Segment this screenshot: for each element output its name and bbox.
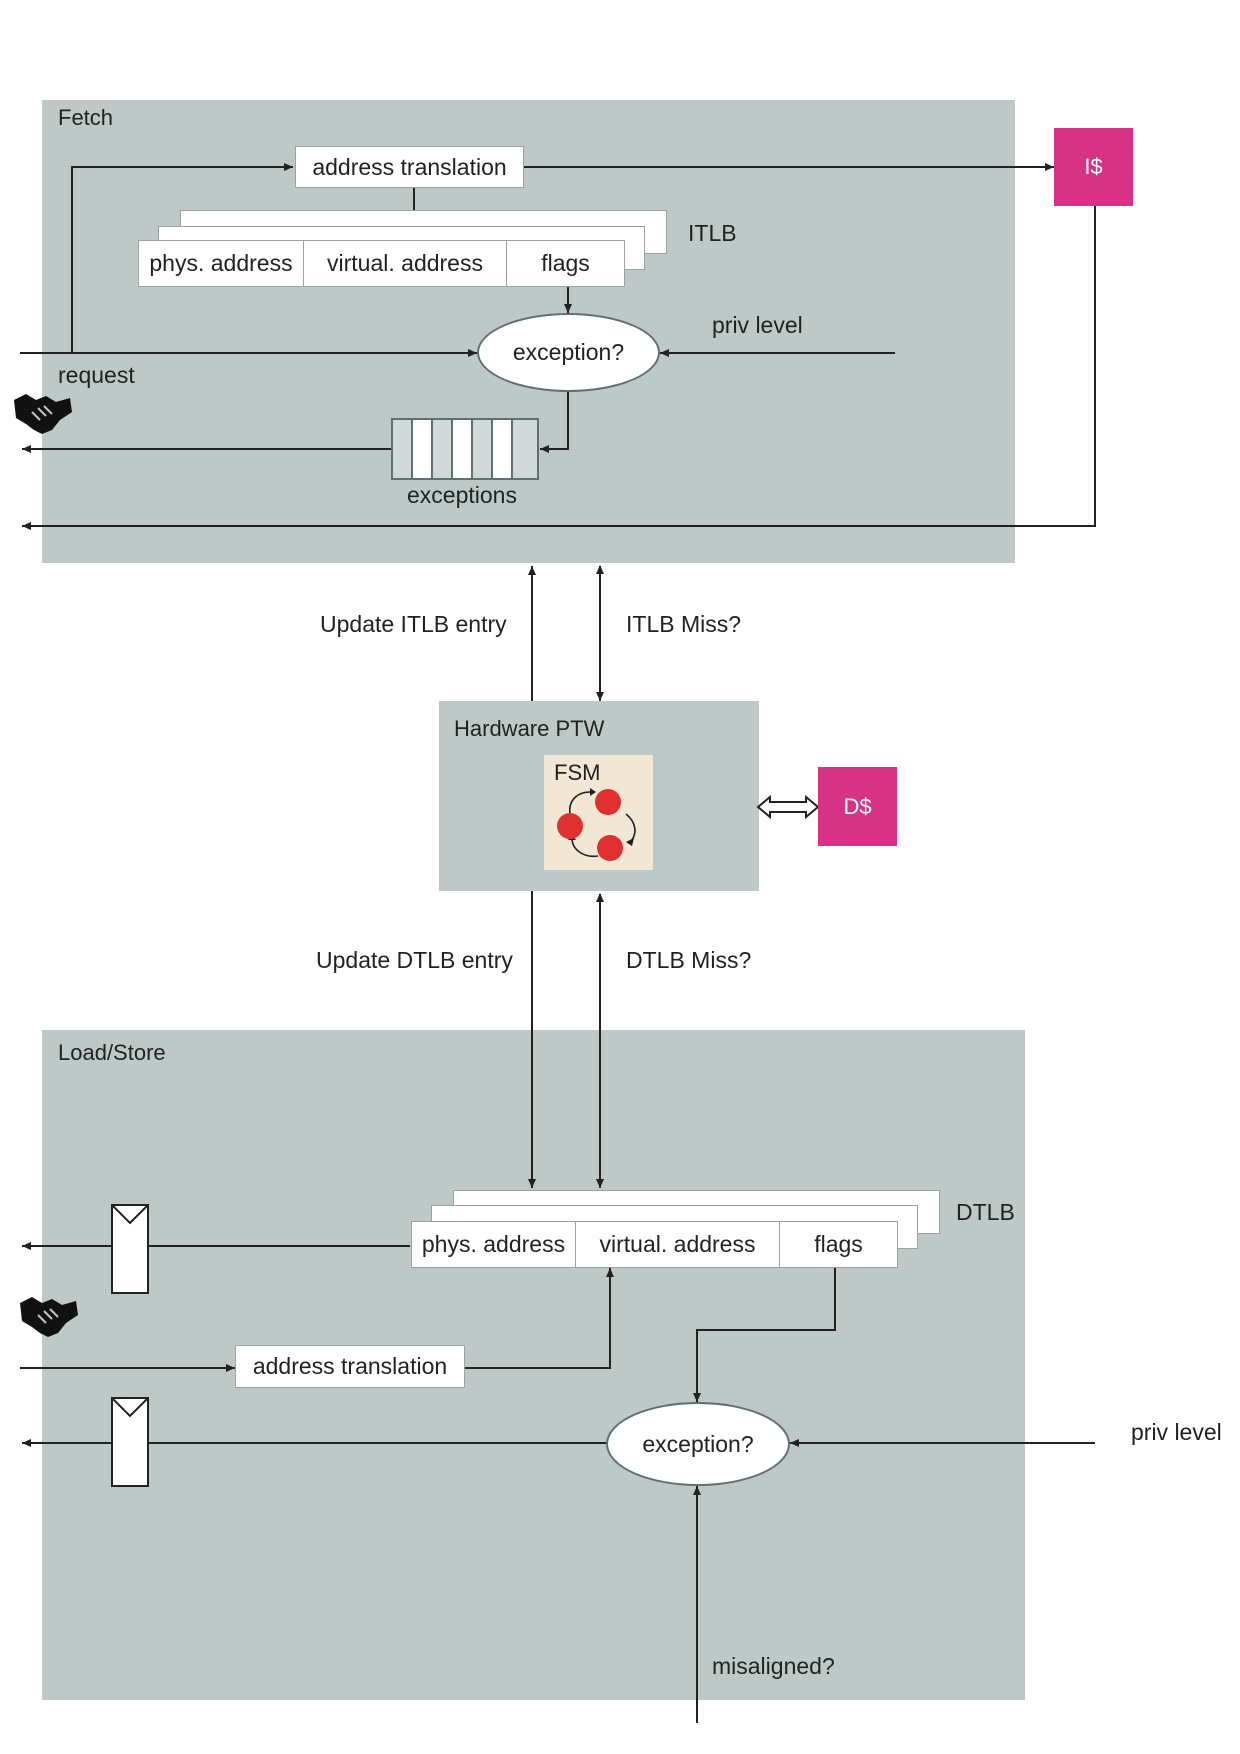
fsm-label: FSM (554, 760, 601, 785)
dtlb-phys-address: phys. address (411, 1221, 576, 1268)
dtlb-label: DTLB (956, 1199, 1015, 1225)
fifo-queue-icon (391, 418, 539, 480)
fetch-title: Fetch (58, 105, 114, 130)
loadstore-title: Load/Store (58, 1040, 166, 1065)
handshake-icon (20, 1297, 78, 1337)
loadstore-address-translation: address translation (235, 1345, 465, 1388)
itlb-phys-address: phys. address (138, 240, 304, 287)
itlb-row: phys. address virtual. address flags (138, 240, 625, 287)
update-dtlb-label: Update DTLB entry (316, 947, 513, 973)
exceptions-label: exceptions (407, 482, 517, 508)
loadstore-panel (42, 1030, 1025, 1700)
dtlb-flags: flags (779, 1221, 898, 1268)
handshake-icon (14, 394, 72, 434)
ptw-title: Hardware PTW (454, 716, 605, 741)
dtlb-virtual-address: virtual. address (575, 1221, 780, 1268)
itlb-virtual-address: virtual. address (303, 240, 507, 287)
update-itlb-label: Update ITLB entry (320, 611, 507, 637)
bidirectional-arrow-icon (756, 794, 820, 820)
fetch-address-translation: address translation (295, 146, 524, 188)
misaligned-label: misaligned? (712, 1653, 835, 1679)
fsm-state-diagram (557, 788, 636, 861)
register-icon (111, 1397, 149, 1487)
fetch-exception-check: exception? (477, 313, 660, 392)
dtlb-miss-label: DTLB Miss? (626, 947, 752, 973)
register-icon (111, 1204, 149, 1294)
loadstore-exception-check: exception? (606, 1402, 790, 1486)
fetch-priv-level: priv level (712, 312, 803, 338)
fetch-request-label: request (58, 362, 135, 388)
itlb-miss-label: ITLB Miss? (626, 611, 742, 637)
loadstore-priv-level: priv level (1131, 1419, 1222, 1445)
dtlb-row: phys. address virtual. address flags (411, 1221, 898, 1268)
icache: I$ (1054, 128, 1133, 206)
itlb-flags: flags (506, 240, 625, 287)
itlb-label: ITLB (688, 220, 737, 246)
dcache: D$ (818, 767, 897, 846)
